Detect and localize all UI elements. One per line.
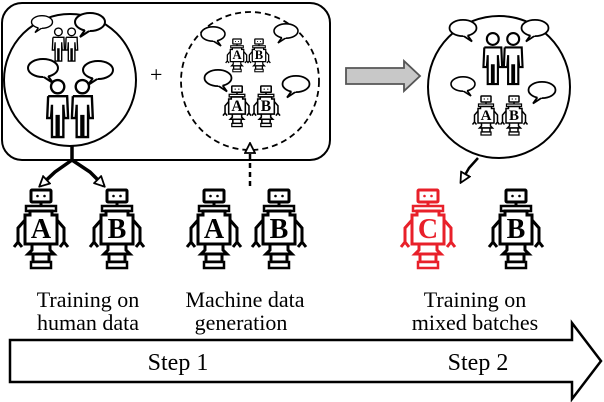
robot-b-mixed-icon: B — [499, 95, 529, 136]
mixed-to-robot-arrow — [461, 157, 479, 182]
robot-a-icon: A — [12, 188, 70, 270]
robot-b-final-icon: B — [487, 188, 545, 270]
robot-a-mixed-icon: A — [471, 95, 501, 136]
mixed-data-circle: A B — [427, 15, 571, 159]
caption-training-human-line1: Training on — [37, 287, 139, 312]
machine-data-circle: A B A B — [180, 11, 320, 151]
robot-c-icon: C — [399, 188, 457, 270]
svg-text:A: A — [481, 108, 492, 124]
branch-arrow-left — [40, 146, 74, 186]
robot-a-medium-icon: A — [222, 85, 252, 128]
robot-a-small-icon: A — [225, 38, 249, 73]
branch-arrow-right — [71, 158, 104, 186]
step-arrow-icon — [345, 58, 422, 94]
svg-text:A: A — [204, 214, 225, 245]
svg-text:B: B — [261, 98, 271, 115]
caption-training-mixed-line1: Training on — [424, 287, 526, 312]
svg-text:A: A — [232, 48, 241, 62]
svg-text:B: B — [255, 48, 264, 62]
timeline-arrow — [8, 319, 603, 402]
svg-text:A: A — [231, 98, 243, 115]
step-2-label: Step 2 — [448, 350, 509, 376]
svg-text:B: B — [108, 214, 127, 245]
caption-machine-gen-line1: Machine data — [185, 287, 304, 312]
robot-a-generation-icon: A — [185, 188, 243, 270]
svg-text:C: C — [418, 214, 438, 245]
robot-b-icon: B — [88, 188, 146, 270]
caption-training-mixed-line2: mixed batches — [412, 310, 538, 335]
step-1-label: Step 1 — [148, 350, 209, 376]
robot-b-medium-icon: B — [251, 85, 281, 128]
svg-text:B: B — [507, 214, 526, 245]
caption-machine-gen-line2: generation — [195, 310, 288, 335]
human-data-circle — [3, 11, 137, 147]
caption-training-human-line2: human data — [37, 310, 139, 335]
robot-b-generation-icon: B — [250, 188, 308, 270]
svg-text:A: A — [31, 214, 52, 245]
plus-sign: + — [150, 62, 162, 87]
robot-b-small-icon: B — [247, 38, 271, 73]
svg-text:B: B — [270, 214, 289, 245]
svg-text:B: B — [509, 108, 519, 124]
